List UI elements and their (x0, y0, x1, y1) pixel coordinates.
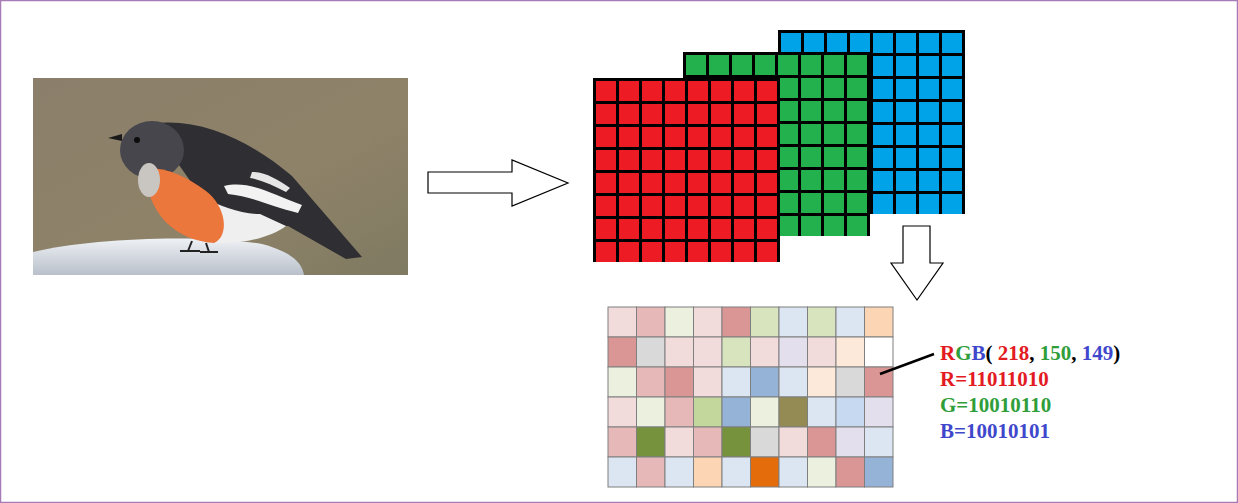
pixel-cell (665, 307, 694, 337)
pixel-cell (779, 457, 808, 487)
pixel-cell (751, 457, 780, 487)
colored-part: , (1071, 341, 1082, 365)
pixel-cell (665, 457, 694, 487)
pixel-cell (665, 337, 694, 367)
photo-background (33, 78, 408, 275)
pixel-cell (751, 367, 780, 397)
pixel-cell (808, 307, 837, 337)
hollow-arrow (428, 160, 568, 206)
hollow-arrow (891, 226, 943, 300)
pixel-cell (637, 337, 666, 367)
pixel-cell (694, 367, 723, 397)
pixel-cell (808, 367, 837, 397)
pixel-cell (694, 307, 723, 337)
pixel-cell (865, 397, 894, 427)
pixel-cell (694, 337, 723, 367)
pixel-cell (865, 457, 894, 487)
colored-part: ) (1113, 341, 1120, 365)
pixel-cell (608, 427, 637, 457)
binary-value: G=10010110 (940, 392, 1120, 418)
pixel-cell (836, 307, 865, 337)
colored-part: 149 (1082, 341, 1114, 365)
pixel-cell (608, 457, 637, 487)
pixel-cell (808, 397, 837, 427)
pixel-grid (608, 307, 893, 487)
perch (33, 238, 304, 275)
pixel-cell (722, 427, 751, 457)
pixel-cell (608, 367, 637, 397)
wing-bar (250, 172, 290, 192)
red-channel-grid (593, 78, 780, 262)
pixel-cell (751, 307, 780, 337)
pixel-cell (608, 337, 637, 367)
colored-part: R (940, 341, 955, 365)
binary-value: R=11011010 (940, 366, 1120, 392)
bird-leg (206, 243, 209, 252)
pixel-cell (694, 427, 723, 457)
pixel-value-labels: RGB( 218, 150, 149)R=11011010G=10010110B… (940, 340, 1120, 444)
pixel-cell (722, 457, 751, 487)
pixel-cell (779, 397, 808, 427)
colored-part: G (955, 341, 971, 365)
bird-beak (108, 134, 122, 141)
leader-line (880, 354, 934, 374)
bird-foot (180, 250, 200, 252)
colored-part: B (972, 341, 986, 365)
pixel-cell (637, 397, 666, 427)
pixel-cell (865, 307, 894, 337)
pixel-cell (836, 457, 865, 487)
pixel-cell (665, 427, 694, 457)
colored-part: , (1029, 341, 1040, 365)
colored-part: ( (986, 341, 998, 365)
pixel-cell (665, 397, 694, 427)
binary-value: B=10010101 (940, 418, 1120, 444)
colored-part: 218 (998, 341, 1030, 365)
pixel-cell (751, 397, 780, 427)
pixel-cell (722, 337, 751, 367)
pixel-cell (722, 307, 751, 337)
pixel-cell (751, 337, 780, 367)
pixel-cell (637, 307, 666, 337)
pixel-cell (836, 427, 865, 457)
pixel-cell (608, 397, 637, 427)
bird-throat (138, 163, 160, 197)
rgb-value: RGB( 218, 150, 149) (940, 340, 1120, 366)
pixel-cell (665, 367, 694, 397)
pixel-cell (722, 397, 751, 427)
pixel-cell (836, 367, 865, 397)
pixel-cell (865, 427, 894, 457)
pixel-cell (608, 307, 637, 337)
wing-bar (224, 185, 302, 213)
pixel-cell (722, 367, 751, 397)
pixel-cell (637, 367, 666, 397)
pixel-cell (637, 427, 666, 457)
pixel-cell (694, 397, 723, 427)
pixel-cell (751, 427, 780, 457)
bird-foot (200, 251, 218, 253)
pixel-cell (694, 457, 723, 487)
pixel-cell (865, 337, 894, 367)
pixel-cell (808, 457, 837, 487)
bird-eye (134, 137, 140, 143)
pixel-cell (637, 457, 666, 487)
pixel-cell (779, 427, 808, 457)
pixel-cell (808, 427, 837, 457)
bird-photo (33, 78, 408, 275)
pixel-cell (779, 337, 808, 367)
pixel-cell (779, 307, 808, 337)
pixel-cell (836, 337, 865, 367)
pixel-cell (808, 337, 837, 367)
pixel-cell (836, 397, 865, 427)
bird-leg (188, 241, 192, 251)
colored-part: 150 (1040, 341, 1072, 365)
pixel-cell (779, 367, 808, 397)
